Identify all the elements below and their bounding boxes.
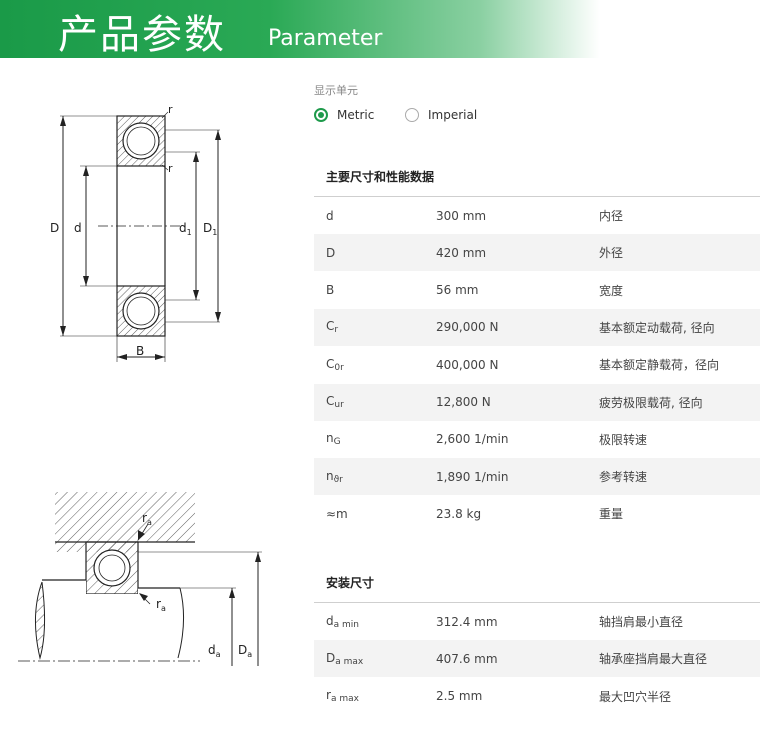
table-row: nϑr 1,890 1/min 参考转速 xyxy=(314,458,760,496)
radio-selected-icon xyxy=(314,108,328,122)
row-value: 400,000 N xyxy=(436,357,499,372)
label-r-top: r xyxy=(168,103,173,116)
label-ra-top: ra xyxy=(142,511,152,527)
row-symbol: d xyxy=(326,208,334,223)
row-symbol: nϑr xyxy=(326,468,343,485)
row-description: 宽度 xyxy=(599,283,624,298)
label-r-mid: r xyxy=(168,162,173,175)
label-D1: D1 xyxy=(203,221,217,237)
row-value: 300 mm xyxy=(436,208,487,223)
table-row: nG 2,600 1/min 极限转速 xyxy=(314,421,760,458)
row-symbol: C0r xyxy=(326,356,344,373)
row-value: 1,890 1/min xyxy=(436,469,509,484)
table-row: ra max 2.5 mm 最大凹穴半径 xyxy=(314,678,760,715)
banner-title-cn: 产品参数 xyxy=(58,12,226,58)
row-description: 轴挡肩最小直径 xyxy=(599,615,684,629)
row-description: 参考转速 xyxy=(599,470,648,485)
table-row: d 300 mm 内径 xyxy=(314,197,760,234)
row-description: 基本额定静载荷，径向 xyxy=(599,358,720,373)
row-value: 2,600 1/min xyxy=(436,432,509,447)
row-symbol: da min xyxy=(326,613,359,630)
row-symbol: D xyxy=(326,245,336,260)
table-row: Cur 12,800 N 疲劳极限载荷, 径向 xyxy=(314,383,760,421)
row-symbol: Da max xyxy=(326,650,364,667)
label-d: d xyxy=(74,221,82,235)
divider xyxy=(314,602,760,603)
table-row: Cr 290,000 N 基本额定动载荷, 径向 xyxy=(314,308,760,346)
label-Da: Da xyxy=(238,643,252,659)
table-row: D 420 mm 外径 xyxy=(314,234,760,272)
row-value: 312.4 mm xyxy=(436,614,498,629)
imperial-radio-label: Imperial xyxy=(428,108,478,122)
mounting-diagram-drawing: ra ra da Da xyxy=(18,492,262,666)
imperial-radio[interactable]: Imperial xyxy=(405,108,477,122)
label-ra-bottom: ra xyxy=(156,597,166,613)
row-description: 内径 xyxy=(599,209,624,223)
row-symbol: ≈m xyxy=(326,506,348,521)
row-value: 12,800 N xyxy=(436,395,491,409)
radio-unselected-icon xyxy=(405,108,419,122)
table-row: ≈m 23.8 kg 重量 xyxy=(314,495,760,532)
main-dimensions-title: 主要尺寸和性能数据 xyxy=(326,170,435,184)
row-value: 420 mm xyxy=(436,245,487,260)
metric-radio[interactable]: Metric xyxy=(314,108,374,122)
row-value: 2.5 mm xyxy=(436,689,483,704)
row-description: 疲劳极限载荷, 径向 xyxy=(599,395,703,410)
label-B: B xyxy=(136,344,144,358)
label-d1: d1 xyxy=(179,221,192,237)
row-description: 基本额定动载荷, 径向 xyxy=(599,320,715,335)
row-value: 23.8 kg xyxy=(436,506,482,521)
row-description: 最大凹穴半径 xyxy=(599,689,672,704)
row-value: 290,000 N xyxy=(436,320,499,335)
row-description: 轴承座挡肩最大直径 xyxy=(599,652,708,667)
table-row: C0r 400,000 N 基本额定静载荷，径向 xyxy=(314,346,760,383)
row-description: 重量 xyxy=(599,507,624,522)
bearing-cross-section-drawing: r r D d d1 D1 B xyxy=(50,103,221,362)
row-description: 外径 xyxy=(599,246,624,261)
table-row: B 56 mm 宽度 xyxy=(314,272,760,309)
row-symbol: nG xyxy=(326,431,341,448)
metric-radio-label: Metric xyxy=(337,108,375,122)
label-da: da xyxy=(208,643,221,659)
row-value: 407.6 mm xyxy=(436,651,498,666)
row-value: 56 mm xyxy=(436,283,479,298)
header-banner: 产品参数 Parameter xyxy=(0,0,600,58)
row-description: 极限转速 xyxy=(599,432,648,447)
banner-title-en: Parameter xyxy=(268,26,383,51)
row-symbol: B xyxy=(326,283,335,298)
table-row: da min 312.4 mm 轴挡肩最小直径 xyxy=(314,603,760,640)
row-symbol: ra max xyxy=(326,688,359,705)
units-label: 显示单元 xyxy=(314,84,358,97)
table-row: Da max 407.6 mm 轴承座挡肩最大直径 xyxy=(314,640,760,678)
divider xyxy=(314,196,760,197)
mounting-dimensions-title: 安装尺寸 xyxy=(326,576,375,590)
label-D: D xyxy=(50,221,59,235)
row-symbol: Cur xyxy=(326,394,344,410)
row-symbol: Cr xyxy=(326,319,339,336)
